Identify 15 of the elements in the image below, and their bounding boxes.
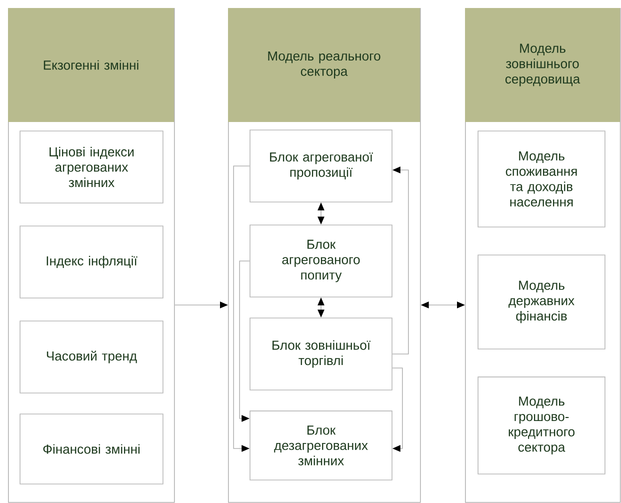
block-box: Блок зовнішньої торгівлі xyxy=(250,318,392,390)
block-box: Індекс інфляції xyxy=(20,226,164,298)
arrow xyxy=(392,166,409,354)
arrow xyxy=(392,368,403,452)
block-box: Модель державних фінансів xyxy=(478,254,606,350)
block-box: Модель грошово-кредитного сектора xyxy=(478,376,606,474)
block-box: Блок агрегованої пропозиції xyxy=(250,130,392,202)
arrow xyxy=(233,166,250,452)
block-box: Модель споживання та доходів населення xyxy=(478,130,606,228)
block-box: Блок агрегованого попиту xyxy=(250,224,392,298)
block-box: Фінансові змінні xyxy=(20,414,164,484)
block-box: Часовий тренд xyxy=(20,320,164,394)
block-box: Цінові індекси агрегованих змінних xyxy=(20,130,164,204)
arrow xyxy=(239,260,250,422)
block-box: Блок дезагрегованих змінних xyxy=(250,410,392,480)
